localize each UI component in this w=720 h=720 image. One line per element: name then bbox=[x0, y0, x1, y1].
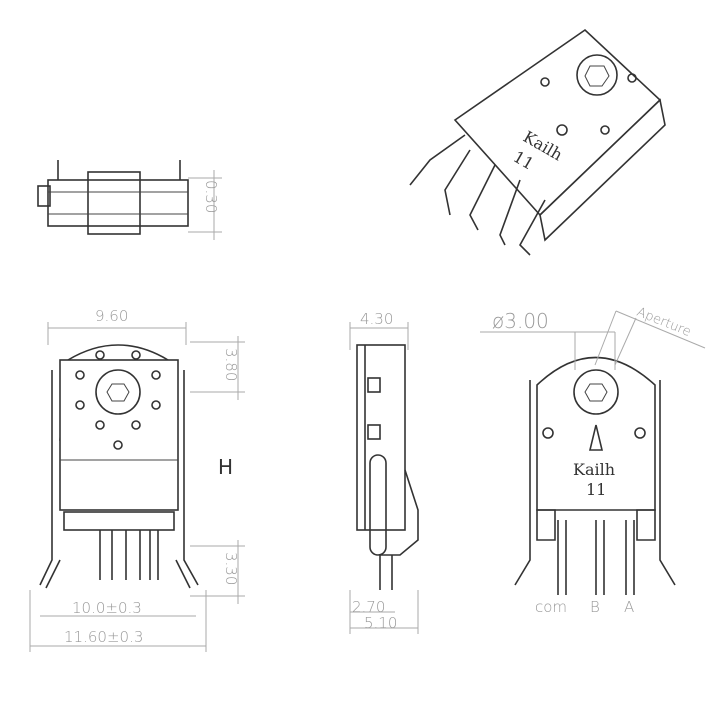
top-view: 0.30 bbox=[37, 160, 222, 240]
dim-side-total-width: 5.10 bbox=[364, 614, 397, 632]
side-view: 4.30 2.70 5.10 bbox=[349, 310, 419, 634]
dim-front-total-width: 11.60±0.3 bbox=[64, 628, 143, 646]
rear-brand: Kailh bbox=[573, 460, 615, 479]
dim-front-width: 9.60 bbox=[95, 307, 128, 325]
pin-label-a: A bbox=[624, 598, 634, 616]
isometric-view: Kailh 11 bbox=[409, 28, 666, 256]
pin-label-b: B bbox=[590, 598, 600, 616]
pin-label-com: com bbox=[535, 598, 567, 616]
dim-front-pin-span: 10.0±0.3 bbox=[72, 599, 142, 617]
dim-side-pin-offset: 2.70 bbox=[352, 598, 385, 616]
dim-front-top-height: 3.80 bbox=[222, 348, 240, 381]
front-view: 9.60 3.80 H 3.30 10.0±0.3 11.60±0.3 bbox=[29, 307, 245, 652]
dim-side-width: 4.30 bbox=[360, 310, 393, 328]
rear-model: 11 bbox=[586, 480, 606, 499]
dim-front-height-symbol: H bbox=[218, 455, 233, 479]
dim-top-thickness: 0.30 bbox=[202, 180, 220, 213]
dim-front-leg-height: 3.30 bbox=[222, 552, 240, 585]
dim-shaft-diameter: ø3.00 bbox=[492, 309, 549, 333]
rear-view: Kailh 11 ø3.00 Aperture com B A bbox=[480, 305, 706, 616]
